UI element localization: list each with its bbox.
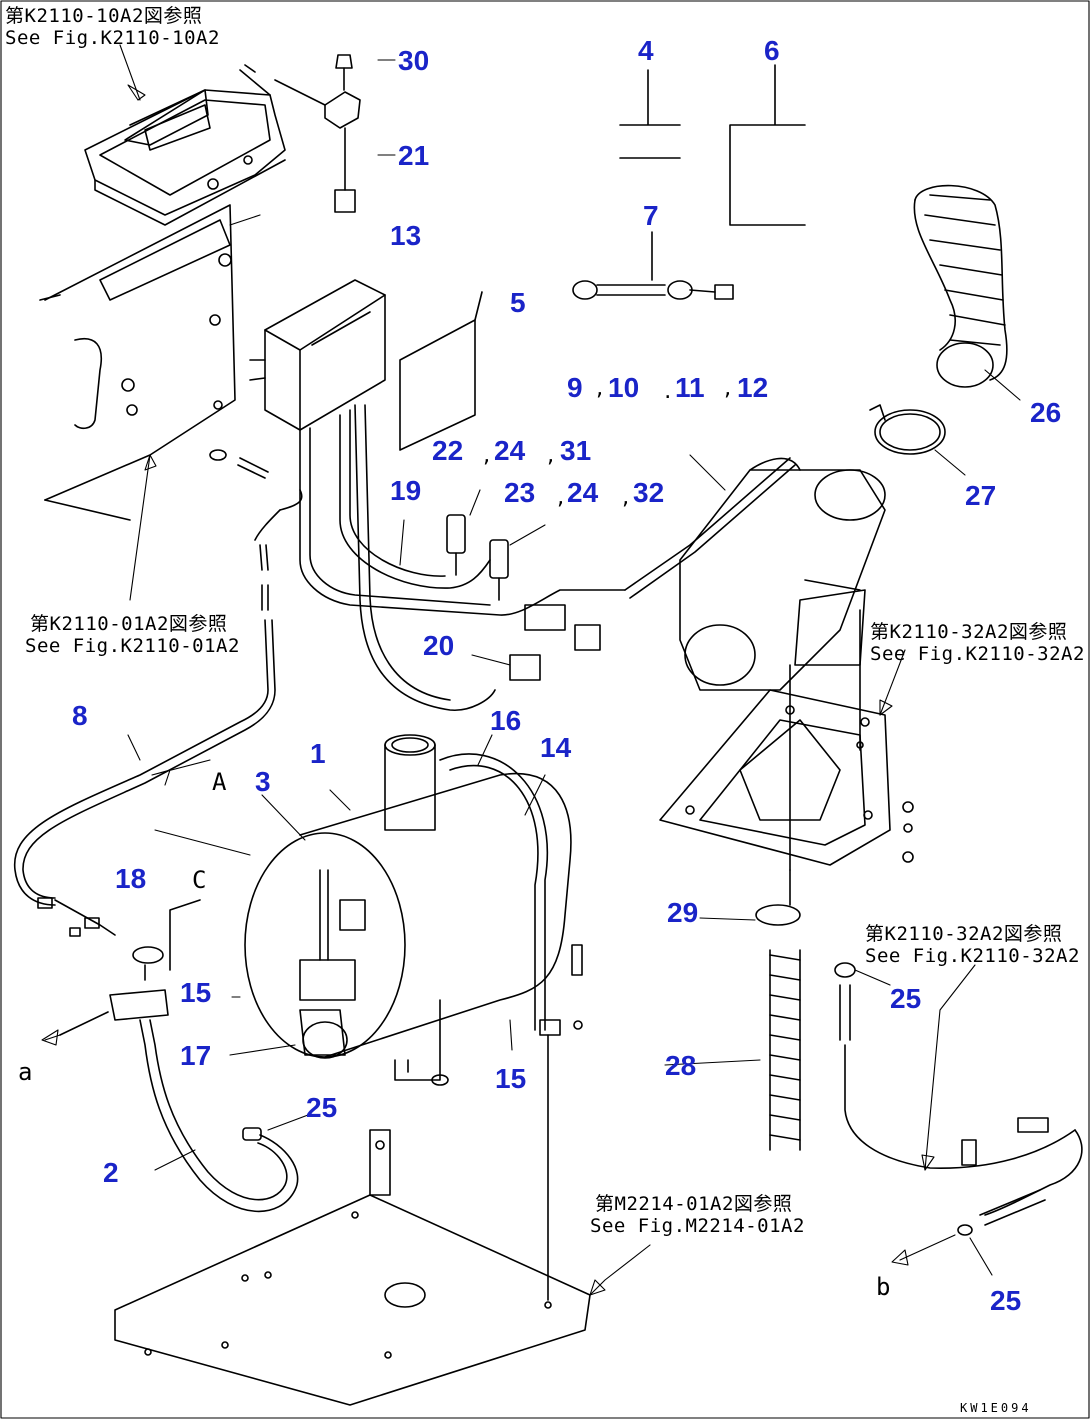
callout-25-right: 25 — [890, 983, 921, 1014]
callout-15-right: 15 — [495, 1063, 526, 1094]
tank-straps — [394, 753, 583, 1086]
callout-15-left: 15 — [180, 977, 211, 1008]
svg-text:,: , — [594, 378, 606, 400]
callout-3: 3 — [255, 766, 271, 797]
callout-9: 9 — [567, 372, 583, 403]
callout-30: 30 — [398, 45, 429, 76]
svg-text:,: , — [620, 487, 632, 509]
callout-22: 22 — [432, 435, 463, 466]
callout-14: 14 — [540, 732, 572, 763]
callout-23: 23 — [504, 477, 535, 508]
link-7 — [572, 231, 734, 300]
callout-16: 16 — [490, 705, 521, 736]
marker-b: b — [876, 1273, 890, 1301]
callout-32: 32 — [633, 477, 664, 508]
callout-1: 1 — [310, 738, 326, 769]
tank-1 — [244, 734, 572, 1059]
controller-box-13 — [249, 279, 386, 431]
callout-2: 2 — [103, 1157, 119, 1188]
ref-k2110-32a2-en-mid: See Fig.K2110-32A2 — [865, 945, 1080, 967]
callout-17: 17 — [180, 1040, 211, 1071]
svg-text:,: , — [722, 378, 734, 400]
base-plate — [114, 1034, 591, 1406]
callout-numbers: 30 21 4 6 7 13 5 9 10 11 12 , . , 26 22 … — [72, 35, 1061, 1316]
marker-a-lower: a — [18, 1058, 32, 1086]
callout-25-bottom: 25 — [990, 1285, 1021, 1316]
figure-references: 第K2110-10A2図参照 See Fig.K2110-10A2 第K2110… — [5, 5, 1085, 1237]
drawing-code: KW1E094 — [960, 1401, 1032, 1415]
callout-24-upper: 24 — [494, 435, 526, 466]
ref-k2110-32a2-jp-mid: 第K2110-32A2図参照 — [865, 923, 1062, 945]
svg-text:,: , — [481, 445, 493, 467]
callout-7: 7 — [643, 200, 659, 231]
svg-text:,: , — [545, 445, 557, 467]
callout-12: 12 — [737, 372, 768, 403]
parts-4-6 — [619, 64, 806, 226]
callout-28: 28 — [665, 1050, 696, 1081]
callout-4: 4 — [638, 35, 654, 66]
callout-20: 20 — [423, 630, 454, 661]
cover-box — [84, 64, 286, 226]
svg-text:.: . — [662, 381, 674, 403]
callout-10: 10 — [608, 372, 639, 403]
callout-21: 21 — [398, 140, 429, 171]
callout-27: 27 — [965, 480, 996, 511]
callout-31: 31 — [560, 435, 591, 466]
clamp-27 — [869, 404, 946, 455]
ref-k2110-32a2-jp-top: 第K2110-32A2図参照 — [870, 621, 1067, 643]
ref-m2214-01a2-jp: 第M2214-01A2図参照 — [595, 1193, 792, 1215]
marker-a-upper: A — [212, 768, 227, 796]
wire-8 — [13, 544, 276, 937]
marker-c: C — [192, 866, 206, 894]
callout-26: 26 — [1030, 397, 1061, 428]
ref-k2110-10a2-en: See Fig.K2110-10A2 — [5, 27, 220, 49]
ref-m2214-01a2-en: See Fig.M2214-01A2 — [590, 1215, 805, 1237]
callout-19: 19 — [390, 475, 421, 506]
wiring-harness — [254, 404, 796, 711]
callout-8: 8 — [72, 700, 88, 731]
callout-11: 11 — [675, 372, 705, 403]
callout-5: 5 — [510, 287, 526, 318]
duct-26 — [913, 184, 1008, 388]
ref-k2110-10a2-jp: 第K2110-10A2図参照 — [5, 5, 202, 27]
flange-plate — [659, 609, 914, 906]
hose-28 — [755, 904, 801, 1151]
callout-18: 18 — [115, 863, 146, 894]
callout-13: 13 — [390, 220, 421, 251]
bolt — [209, 449, 269, 479]
ref-k2110-32a2-en-top: See Fig.K2110-32A2 — [870, 643, 1085, 665]
leader-lines — [41, 44, 1021, 1296]
callout-24-lower: 24 — [567, 477, 599, 508]
label-sheet-5 — [399, 319, 476, 451]
heater-unit — [679, 457, 886, 691]
sensor-21 — [274, 54, 361, 213]
mounting-plate — [39, 204, 236, 521]
callout-25-left: 25 — [306, 1092, 337, 1123]
valve-and-hose — [59, 899, 299, 1213]
svg-text:,: , — [555, 487, 567, 509]
ref-k2110-01a2-jp: 第K2110-01A2図参照 — [30, 613, 227, 635]
connection-markers: A C a b — [18, 768, 890, 1301]
callout-29: 29 — [667, 897, 698, 928]
connectors-22-23 — [446, 514, 601, 681]
drain-hose — [834, 962, 1083, 1236]
callout-6: 6 — [764, 35, 780, 66]
ref-k2110-01a2-en: See Fig.K2110-01A2 — [25, 635, 240, 657]
